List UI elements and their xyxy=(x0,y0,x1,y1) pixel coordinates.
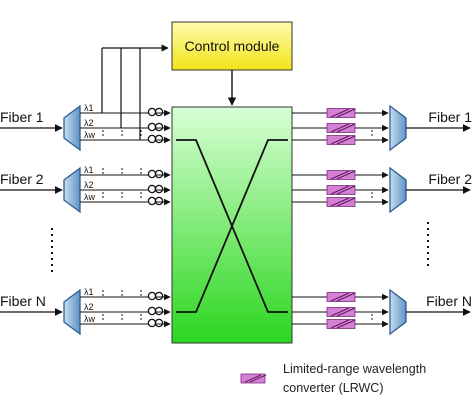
converter-icon xyxy=(326,197,356,207)
demultiplexer-icon xyxy=(63,166,81,214)
wavelength-label: λ1 xyxy=(84,103,94,113)
converter-icon xyxy=(326,170,356,180)
crossconnect-2 xyxy=(176,139,288,313)
delay-loop-icon xyxy=(154,134,164,144)
delay-loop-icon xyxy=(154,169,164,179)
control-module-label: Control module xyxy=(185,38,280,54)
converter-icon xyxy=(326,319,356,329)
wavelength-label: λ1 xyxy=(84,165,94,175)
wavelength-label: λw xyxy=(84,130,96,140)
wavelength-label: λ2 xyxy=(84,302,94,312)
delay-loop-icon xyxy=(154,318,164,328)
control-module-box xyxy=(171,21,293,71)
output-fiber-group: Fiber 1 xyxy=(292,104,472,152)
converter-icon xyxy=(326,185,356,195)
legend-line-2: converter (LRWC) xyxy=(283,381,383,395)
delay-loop-icon xyxy=(154,184,164,194)
converter-icon xyxy=(326,292,356,302)
input-fiber-group: Fiber 1 λ1 λ2 λw xyxy=(0,103,171,152)
control-signal-lines xyxy=(101,44,169,140)
control-module: Control module xyxy=(171,21,293,71)
converter-icon xyxy=(326,108,356,118)
delay-loop-icon xyxy=(147,184,157,194)
converter-icon xyxy=(326,307,356,317)
delay-loop-icon xyxy=(147,122,157,132)
legend-line-1: Limited-range wavelength xyxy=(283,362,426,376)
delay-loop-icon xyxy=(147,169,157,179)
input-fiber-group: Fiber N λ1 λ2 λw xyxy=(0,287,171,336)
input-fiber-label: Fiber 2 xyxy=(0,171,44,187)
input-fiber-group: Fiber 2 λ1 λ2 λw xyxy=(0,165,171,214)
delay-loop-icon xyxy=(154,291,164,301)
wavelength-label: λw xyxy=(84,314,96,324)
output-fiber-label: Fiber 2 xyxy=(428,171,472,187)
multiplexer-icon xyxy=(389,166,407,214)
wavelength-label: λ1 xyxy=(84,287,94,297)
delay-loop-icon xyxy=(154,196,164,206)
delay-loop-icon xyxy=(147,196,157,206)
wavelength-label: λw xyxy=(84,192,96,202)
delay-loop-icon xyxy=(154,306,164,316)
converter-icon xyxy=(326,123,356,133)
legend-converter-icon xyxy=(240,373,267,384)
output-fiber-group: Fiber 2 xyxy=(292,166,472,214)
delay-loop-icon xyxy=(147,107,157,117)
legend: Limited-range wavelength converter (LRWC… xyxy=(240,362,426,395)
output-fiber-label: Fiber 1 xyxy=(428,109,472,125)
delay-loop-icon xyxy=(154,107,164,117)
converter-icon xyxy=(326,135,356,145)
input-fiber-label: Fiber 1 xyxy=(0,109,44,125)
output-fiber-group: Fiber N xyxy=(292,288,472,336)
delay-loop-icon xyxy=(154,122,164,132)
multiplexer-icon xyxy=(389,104,407,152)
switch-fabric xyxy=(171,106,293,344)
input-fiber-label: Fiber N xyxy=(0,293,46,309)
delay-loop-icon xyxy=(147,306,157,316)
output-fiber-label: Fiber N xyxy=(426,293,472,309)
demultiplexer-icon xyxy=(63,104,81,152)
wavelength-label: λ2 xyxy=(84,180,94,190)
delay-loop-icon xyxy=(147,134,157,144)
wavelength-label: λ2 xyxy=(84,118,94,128)
multiplexer-icon xyxy=(389,288,407,336)
delay-loop-icon xyxy=(147,318,157,328)
demultiplexer-icon xyxy=(63,288,81,336)
output-fibers: Fiber 1 Fiber 2 Fiber N xyxy=(292,104,472,336)
delay-loop-icon xyxy=(147,291,157,301)
